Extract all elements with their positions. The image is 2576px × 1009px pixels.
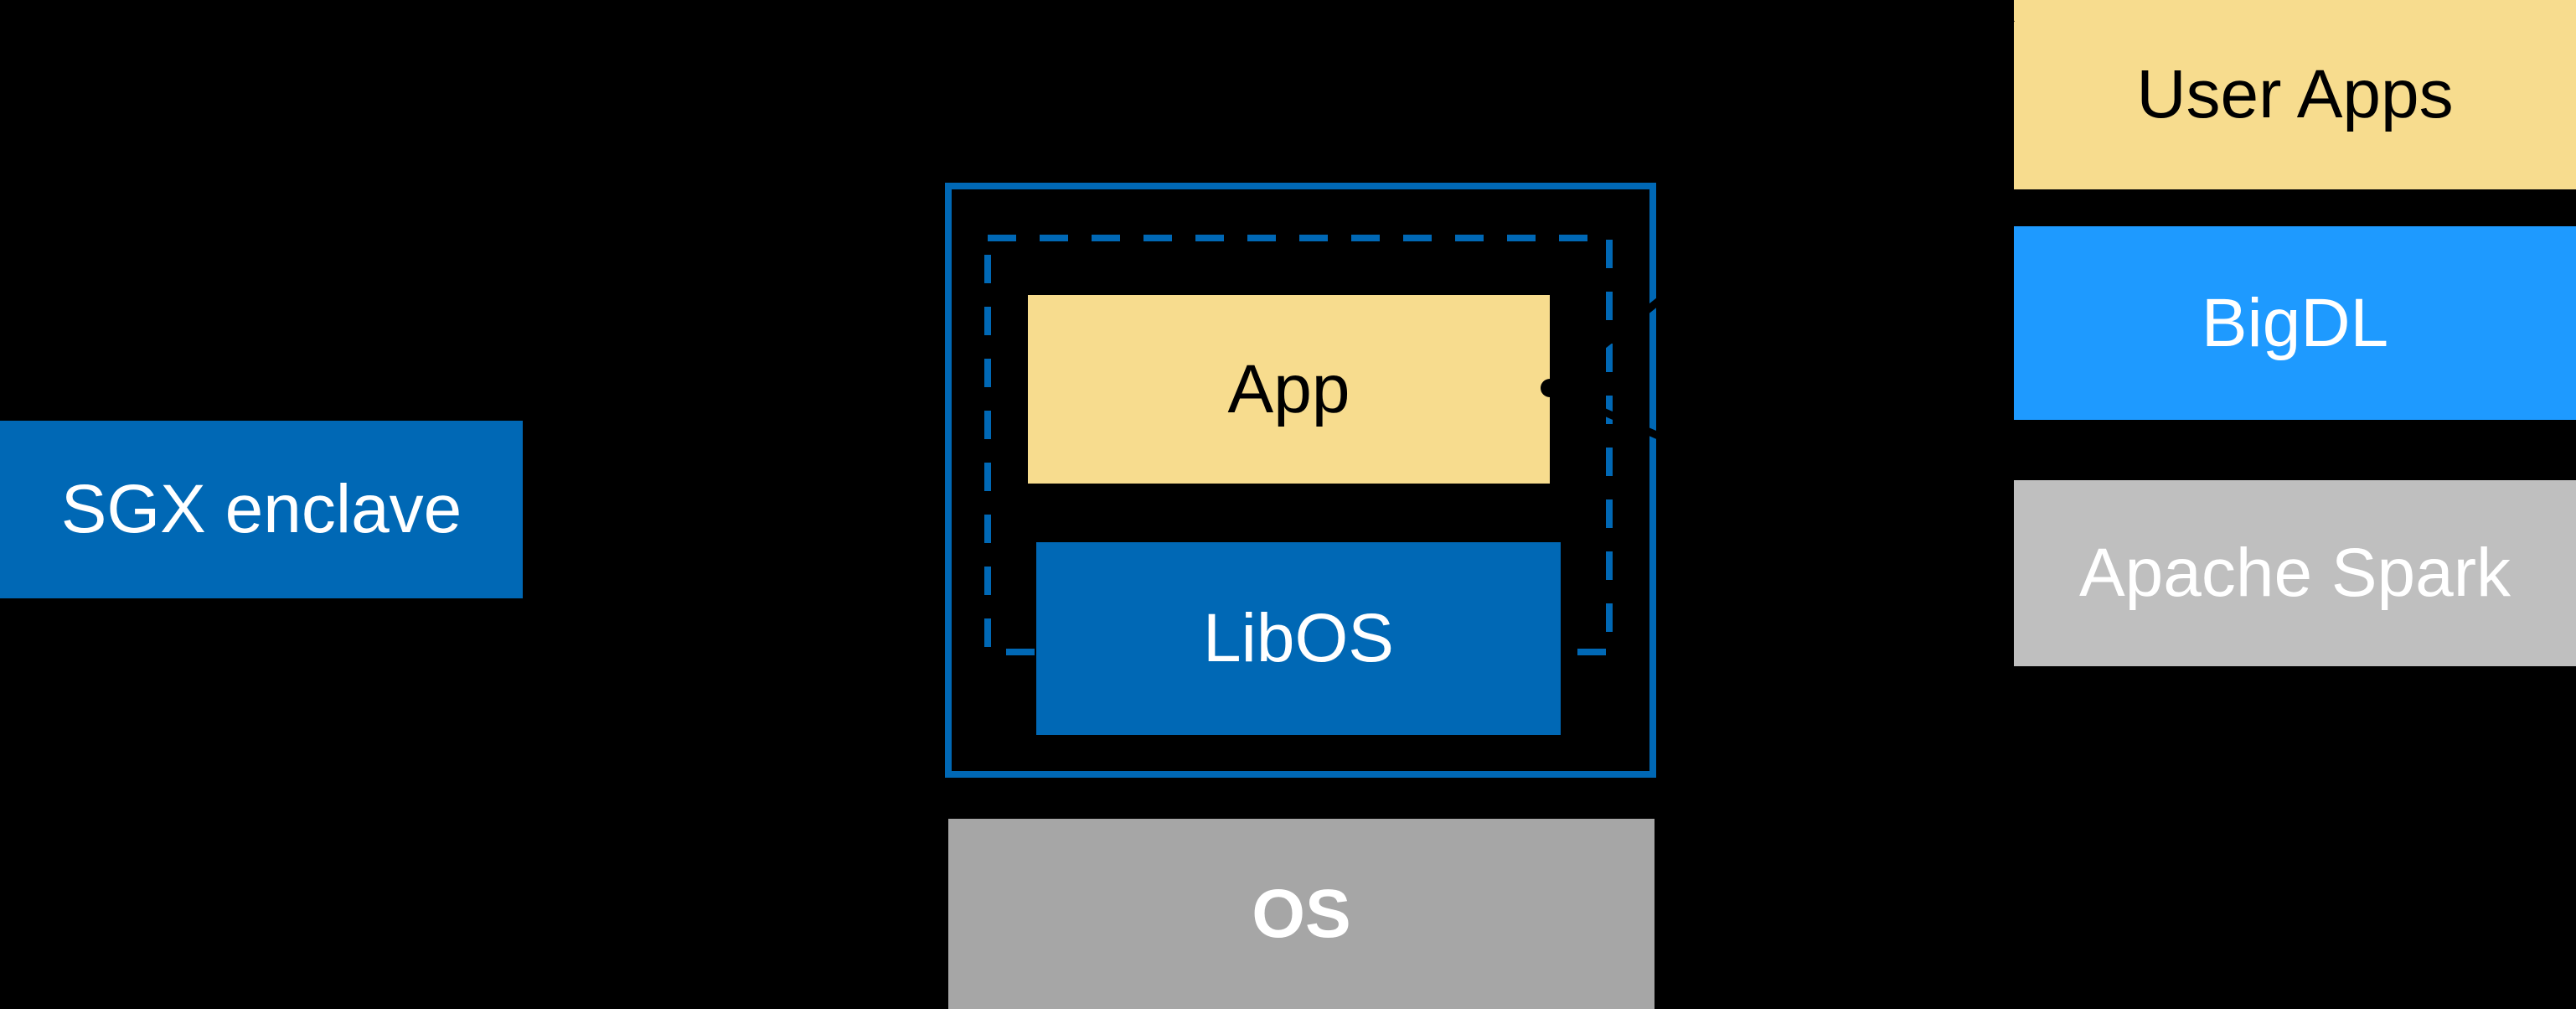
- bigdl-box: BigDL: [2014, 226, 2576, 420]
- app-box: App: [1028, 295, 1550, 484]
- libos-box: LibOS: [1036, 542, 1561, 735]
- os-box: OS: [948, 819, 1655, 1009]
- user-apps-label: User Apps: [2136, 56, 2454, 132]
- apache-spark-label: Apache Spark: [2078, 535, 2511, 611]
- bigdl-label: BigDL: [2201, 284, 2389, 361]
- app-label: App: [1227, 350, 1350, 427]
- sgx-enclave-label: SGX enclave: [60, 471, 462, 547]
- sgx-label-leader-dot: [533, 505, 551, 524]
- user-apps-box: User Apps: [2014, 0, 2576, 189]
- libos-label: LibOS: [1203, 600, 1394, 676]
- os-label: OS: [1252, 875, 1351, 952]
- apache-spark-box: Apache Spark: [2014, 480, 2576, 666]
- sgx-enclave-label-box: SGX enclave: [0, 421, 523, 598]
